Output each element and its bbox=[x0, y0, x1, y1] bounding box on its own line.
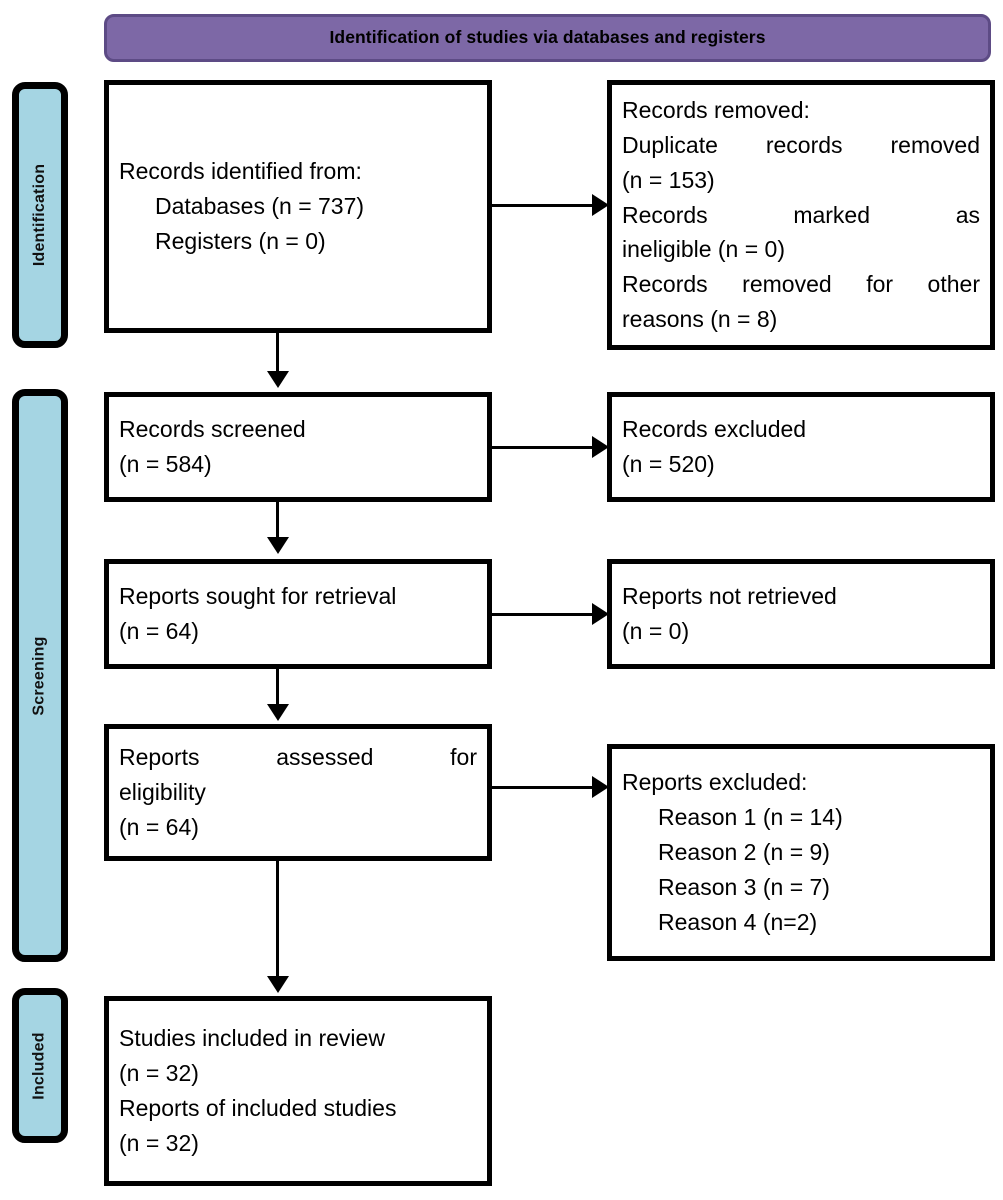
records-screened-line-2: (n = 584) bbox=[119, 451, 212, 477]
reports-sought-line-2: (n = 64) bbox=[119, 618, 199, 644]
arrow-assessed-to-reports-excluded-line bbox=[492, 786, 596, 789]
reports-excluded-reason-1: Reason 1 (n = 14) bbox=[658, 804, 843, 831]
records-removed-line-1: Records removed: bbox=[622, 96, 810, 123]
reports-excluded-line-1: Reports excluded: bbox=[622, 769, 808, 796]
reports-not-retrieved-line-2: (n = 0) bbox=[622, 618, 690, 644]
arrow-identified-to-removed-line bbox=[492, 204, 596, 207]
diagram-header-banner: Identification of studies via databases … bbox=[104, 14, 991, 62]
studies-included-line-4: (n = 32) bbox=[119, 1129, 199, 1156]
reports-assessed-line-2: eligibility bbox=[119, 779, 206, 806]
records-removed-line-7: reasons (n = 8) bbox=[622, 306, 778, 333]
records-identified-line-3: Registers (n = 0) bbox=[155, 227, 326, 254]
arrow-sought-to-not-retrieved-line bbox=[492, 613, 596, 616]
arrow-assessed-to-included-head bbox=[267, 976, 289, 993]
box-reports-sought: Reports sought for retrieval (n = 64) bbox=[104, 559, 492, 669]
records-identified-line-2: Databases (n = 737) bbox=[155, 193, 365, 220]
arrow-assessed-to-reports-excluded-head bbox=[592, 776, 609, 798]
box-studies-included: Studies included in review (n = 32) Repo… bbox=[104, 996, 492, 1186]
arrow-identified-to-screened-head bbox=[267, 371, 289, 388]
reports-assessed-line-3: (n = 64) bbox=[119, 813, 199, 840]
records-removed-line-6: Records removed for other bbox=[622, 271, 980, 298]
arrow-sought-to-assessed-head bbox=[267, 704, 289, 721]
reports-excluded-reason-2: Reason 2 (n = 9) bbox=[658, 839, 830, 866]
diagram-title: Identification of studies via databases … bbox=[329, 27, 766, 48]
stage-label-identification-text: Identification bbox=[31, 163, 49, 267]
arrow-screened-to-excluded-line bbox=[492, 446, 596, 449]
studies-included-line-1: Studies included in review bbox=[119, 1025, 385, 1052]
arrow-identified-to-removed-head bbox=[592, 194, 609, 216]
reports-not-retrieved-line-1: Reports not retrieved bbox=[622, 583, 837, 610]
arrow-screened-to-sought-line bbox=[276, 502, 279, 540]
stage-label-included: Included bbox=[12, 988, 68, 1143]
records-removed-line-2: Duplicate records removed bbox=[622, 131, 980, 158]
arrow-sought-to-not-retrieved-head bbox=[592, 603, 609, 625]
records-excluded-line-1: Records excluded bbox=[622, 416, 807, 443]
records-removed-line-4: Records marked as bbox=[622, 201, 980, 228]
reports-sought-line-1: Reports sought for retrieval bbox=[119, 583, 397, 610]
stage-label-screening-text: Screening bbox=[31, 635, 49, 716]
studies-included-line-2: (n = 32) bbox=[119, 1060, 199, 1087]
box-reports-not-retrieved: Reports not retrieved (n = 0) bbox=[607, 559, 995, 669]
reports-excluded-reason-3: Reason 3 (n = 7) bbox=[658, 873, 830, 900]
records-excluded-line-2: (n = 520) bbox=[622, 451, 715, 477]
reports-excluded-reason-4: Reason 4 (n=2) bbox=[658, 908, 818, 935]
studies-included-line-3: Reports of included studies bbox=[119, 1095, 397, 1121]
box-reports-excluded-reasons: Reports excluded: Reason 1 (n = 14) Reas… bbox=[607, 744, 995, 961]
records-removed-line-5: ineligible (n = 0) bbox=[622, 236, 786, 263]
arrow-assessed-to-included-line bbox=[276, 861, 279, 979]
reports-assessed-line-1: Reports assessed for bbox=[119, 744, 477, 771]
box-records-excluded: Records excluded (n = 520) bbox=[607, 392, 995, 502]
records-identified-line-1: Records identified from: bbox=[119, 158, 362, 185]
stage-label-screening: Screening bbox=[12, 389, 68, 962]
arrow-screened-to-excluded-head bbox=[592, 436, 609, 458]
records-screened-line-1: Records screened bbox=[119, 416, 306, 443]
arrow-sought-to-assessed-line bbox=[276, 669, 279, 707]
arrow-identified-to-screened-line bbox=[276, 333, 279, 375]
stage-label-included-text: Included bbox=[31, 1031, 49, 1100]
box-records-screened: Records screened (n = 584) bbox=[104, 392, 492, 502]
stage-label-identification: Identification bbox=[12, 82, 68, 348]
box-records-identified: Records identified from: Databases (n = … bbox=[104, 80, 492, 333]
box-reports-assessed: Reports assessed for eligibility (n = 64… bbox=[104, 724, 492, 861]
arrow-screened-to-sought-head bbox=[267, 537, 289, 554]
box-records-removed: Records removed: Duplicate records remov… bbox=[607, 80, 995, 350]
records-removed-line-3: (n = 153) bbox=[622, 166, 715, 193]
